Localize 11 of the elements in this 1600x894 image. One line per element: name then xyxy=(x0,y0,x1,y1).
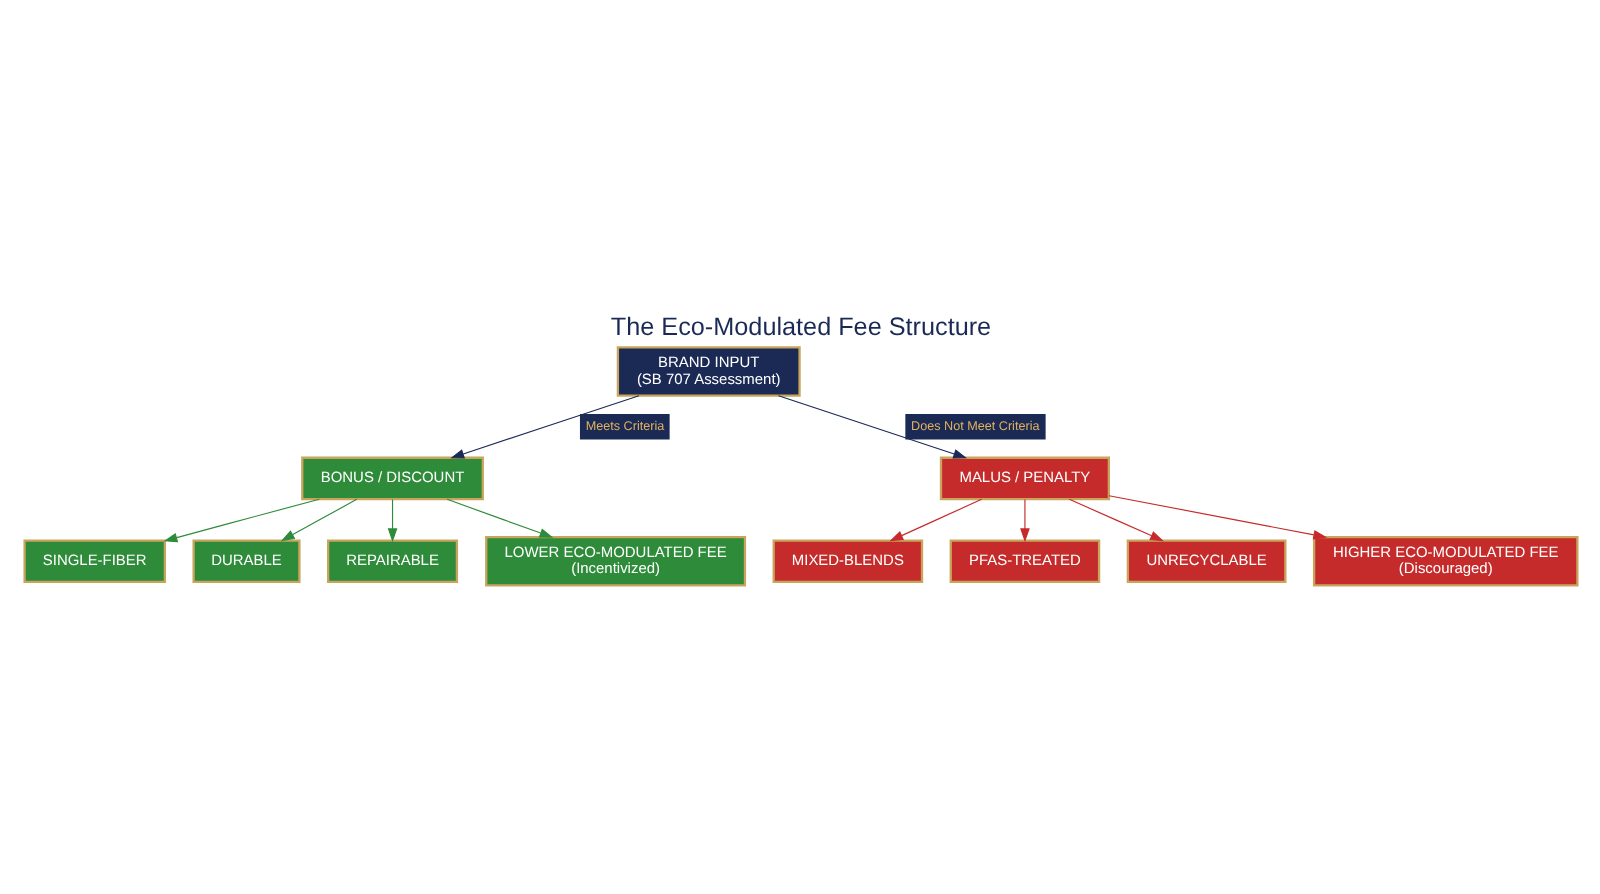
diagram-title: The Eco-Modulated Fee Structure xyxy=(609,312,991,341)
arrow xyxy=(1107,494,1327,539)
arrow xyxy=(279,497,357,541)
arrow xyxy=(1067,497,1163,541)
arrow xyxy=(162,497,319,542)
arrow xyxy=(776,394,967,458)
arrow xyxy=(1019,497,1029,542)
arrow xyxy=(449,394,639,458)
arrow xyxy=(386,497,397,542)
arrow xyxy=(445,497,553,537)
arrow xyxy=(888,497,982,541)
